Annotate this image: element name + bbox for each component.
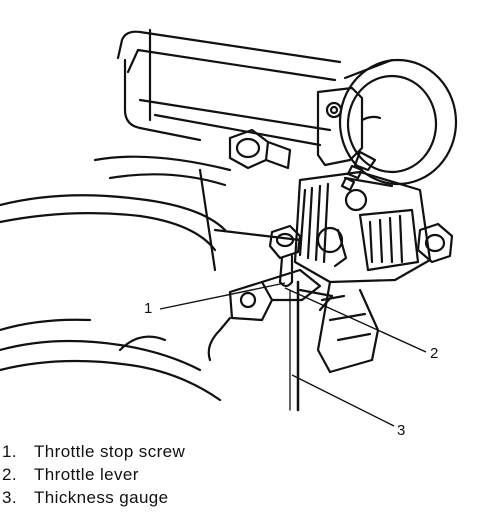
throttle-diagram: 1 2 3: [0, 28, 458, 439]
leader-line-1: [159, 282, 286, 310]
throttle-lever: [207, 268, 322, 362]
thickness-gauge: [289, 280, 300, 412]
right-bolt: [416, 222, 454, 264]
top-pipe: [116, 28, 342, 147]
legend: 1. Throttle stop screw 2. Throttle lever…: [2, 440, 185, 509]
engine-body: [0, 155, 302, 402]
bracket: [316, 86, 382, 167]
legend-number: 2.: [2, 465, 17, 484]
legend-label: Throttle stop screw: [34, 442, 186, 461]
left-nut: [228, 128, 292, 170]
legend-number: 1.: [2, 442, 17, 461]
leader-line-3: [291, 374, 395, 427]
callout-2: 2: [430, 345, 438, 362]
callout-3: 3: [397, 422, 405, 439]
carburetor: [293, 150, 432, 284]
leader-line-2: [284, 287, 427, 353]
legend-item: 3. Thickness gauge: [2, 486, 185, 509]
callout-1: 1: [144, 300, 152, 317]
legend-label: Throttle lever: [34, 465, 139, 484]
legend-label: Thickness gauge: [34, 488, 169, 507]
legend-number: 3.: [2, 488, 17, 507]
legend-item: 1. Throttle stop screw: [2, 440, 185, 463]
linkage: [298, 280, 380, 374]
legend-item: 2. Throttle lever: [2, 463, 185, 486]
